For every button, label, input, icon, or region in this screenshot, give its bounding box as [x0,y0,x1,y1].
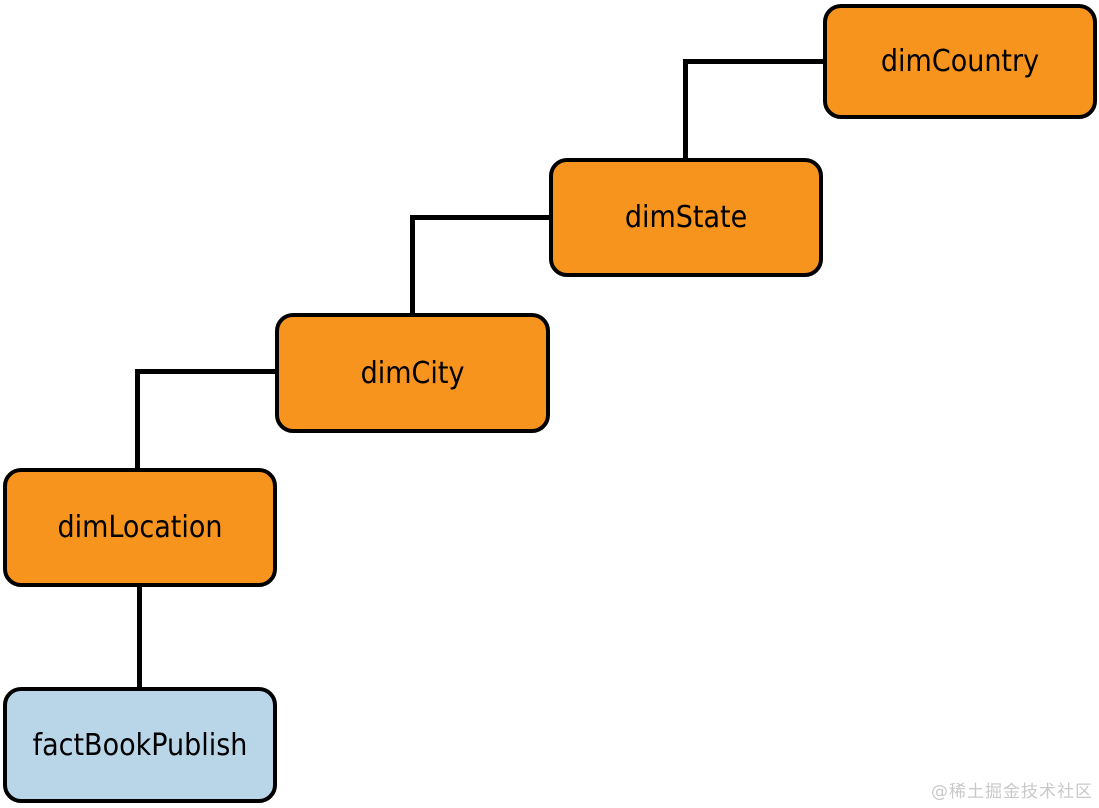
edge-fact-dimlocation-vertical [137,585,142,689]
edge-dimstate-dimcountry-vertical [683,59,688,162]
node-factbookpublish: factBookPublish [3,687,277,803]
node-dimcity-label: dimCity [360,355,465,391]
watermark-text: @稀土掘金技术社区 [931,782,1093,802]
edge-dimlocation-dimcity-horizontal [135,369,278,374]
node-dimcountry-label: dimCountry [880,44,1040,79]
node-factbookpublish-label: factBookPublish [32,727,248,763]
edge-dimcity-dimstate-horizontal [410,215,552,220]
node-dimcity: dimCity [275,313,550,433]
edge-dimlocation-dimcity-vertical [135,369,140,472]
node-dimlocation: dimLocation [3,468,277,587]
node-dimstate-label: dimState [624,200,748,235]
node-dimstate: dimState [549,158,823,277]
node-dimcountry: dimCountry [823,4,1097,119]
edge-dimcity-dimstate-vertical [410,215,415,317]
node-dimlocation-label: dimLocation [57,510,223,545]
edge-dimstate-dimcountry-horizontal [683,59,825,64]
